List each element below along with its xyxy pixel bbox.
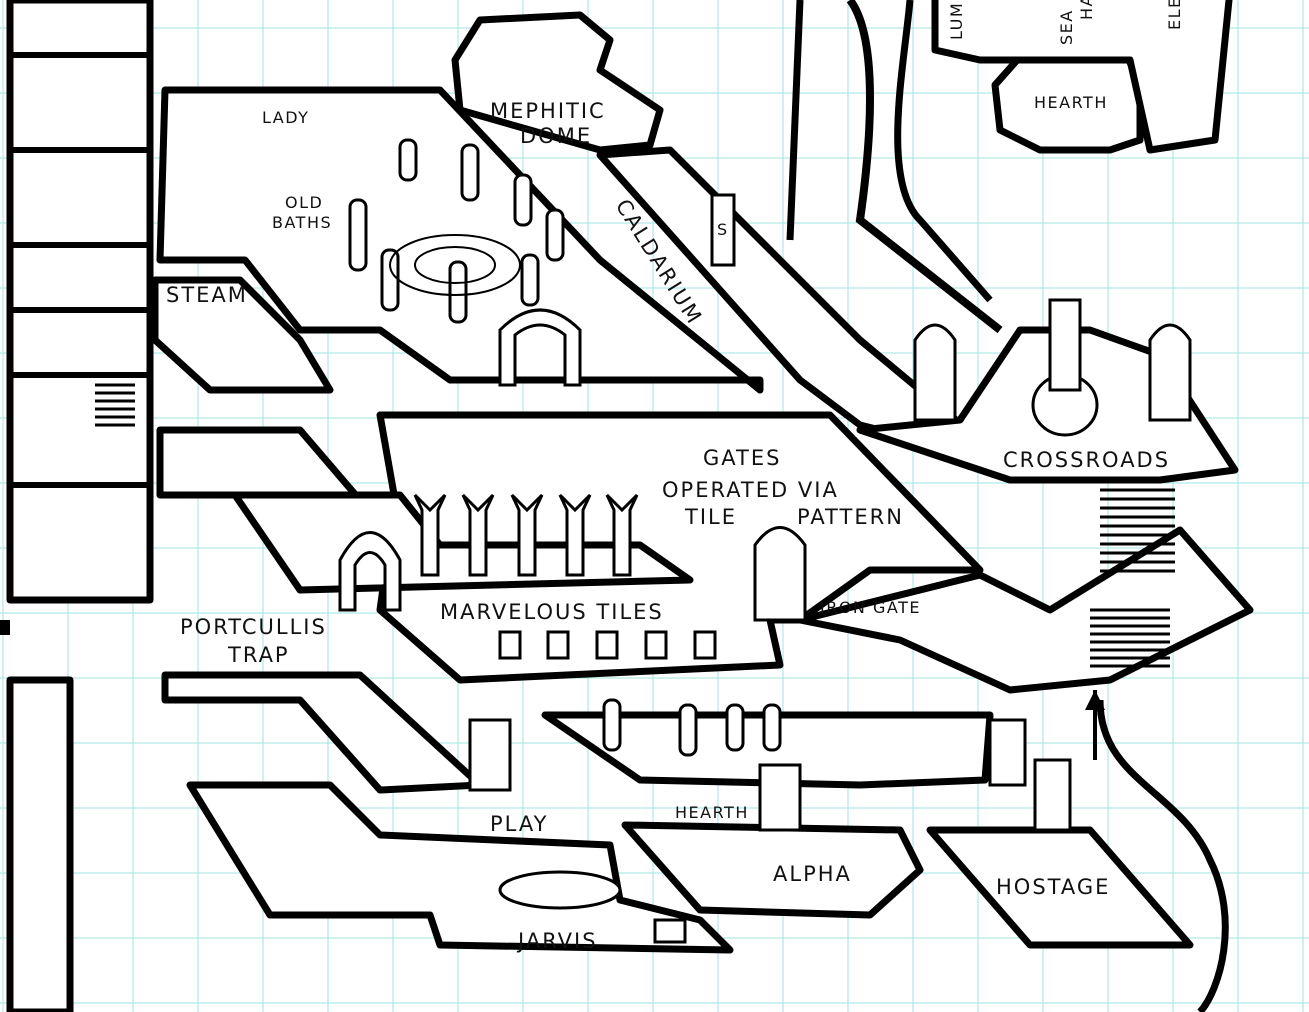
mephitic-dome <box>451 11 664 154</box>
label-pattern: PATTERN <box>797 505 904 529</box>
east-passage-wall <box>846 0 1003 334</box>
label-operated-via: OPERATED VIA <box>662 478 839 502</box>
door-icon <box>1148 323 1192 422</box>
lower-left-room <box>161 671 484 794</box>
lower-tower-wall <box>6 676 74 1012</box>
label-baths: BATHS <box>272 213 332 232</box>
stairs <box>95 383 1175 668</box>
label-hostage: HOSTAGE <box>996 875 1110 899</box>
label-sea-partial: SEA <box>1057 9 1076 45</box>
pillar-icon <box>398 138 418 182</box>
door-icon <box>988 718 1027 787</box>
tree-pillar-icon <box>510 493 544 577</box>
north-passage-wall <box>786 0 993 303</box>
tree-pillar-icon <box>558 493 592 577</box>
bath-ripples <box>389 234 521 296</box>
label-crossroads: CROSSROADS <box>1003 448 1170 472</box>
statue-icon <box>1048 298 1082 392</box>
s-sign-label: S <box>717 220 729 239</box>
chest-icon <box>653 918 687 944</box>
label-mephitic: MEPHITIC <box>490 99 606 123</box>
tree-pillar-icon <box>413 493 447 577</box>
left-tower <box>0 0 154 1012</box>
pillar-icon <box>448 260 468 324</box>
bath-ripples <box>414 246 496 284</box>
pillar-icon <box>762 703 782 752</box>
up-arrow-icon <box>1085 690 1105 710</box>
play-room <box>186 781 734 954</box>
label-tile: TILE <box>684 505 737 529</box>
lady-hall <box>156 86 764 394</box>
label-iron-gate: IRON GATE <box>820 598 921 617</box>
door-icon <box>758 763 802 832</box>
tower-wall <box>6 0 154 604</box>
iron-gate-icon <box>753 526 807 622</box>
label-hearth-lower: HEARTH <box>675 803 749 822</box>
alpha-room <box>621 821 924 919</box>
west-hall <box>156 426 364 504</box>
east-path-wall <box>1096 699 1229 1012</box>
tile-icon <box>498 630 522 660</box>
label-play: PLAY <box>490 812 548 836</box>
label-hearth-upper: HEARTH <box>1034 93 1108 112</box>
pillar-icon <box>520 253 540 307</box>
label-portcullis: PORTCULLIS <box>180 615 327 639</box>
label-ha-partial: HA <box>1077 0 1096 20</box>
portcullis-arch-icon <box>338 531 402 612</box>
tile-icon <box>644 630 668 660</box>
s-sign-icon <box>710 193 736 267</box>
label-lum-partial: LUM <box>947 2 966 40</box>
label-lady: LADY <box>262 108 309 127</box>
pillar-icon <box>602 698 622 752</box>
pillar-icon <box>545 208 565 262</box>
label-gates: GATES <box>703 446 781 470</box>
doors-and-props: S <box>338 193 1192 944</box>
tower-floors <box>10 52 150 488</box>
pillar-icon <box>460 143 480 202</box>
pillar-icon <box>348 198 368 272</box>
left-corridor <box>151 276 334 394</box>
tree-pillar-icon <box>605 493 639 577</box>
bath-arch-icon <box>498 308 582 387</box>
pillars <box>348 138 782 757</box>
label-steam: STEAM <box>166 283 248 307</box>
bone-pile-icon <box>498 870 622 910</box>
map-labels: LADY MEPHITIC DOME OLD BATHS STEAM CALDA… <box>166 0 1184 953</box>
tile-icon <box>546 630 570 660</box>
tile-icon <box>595 630 619 660</box>
pillar-icon <box>678 703 698 757</box>
pillar-icon <box>725 703 745 752</box>
label-ele-partial: ELE <box>1165 0 1184 30</box>
label-alpha: ALPHA <box>773 862 852 886</box>
tree-pillar-icon <box>461 493 495 577</box>
label-trap: TRAP <box>227 643 290 667</box>
pillar-icon <box>513 173 533 227</box>
tile-icon <box>693 630 717 660</box>
pillar-icon <box>380 248 400 312</box>
top-right-room <box>931 0 1233 154</box>
door-icon <box>468 718 512 792</box>
label-marvelous-tiles: MARVELOUS TILES <box>440 600 664 624</box>
label-dome: DOME <box>520 124 592 148</box>
wall-marker <box>0 620 10 635</box>
door-icon <box>913 323 957 422</box>
label-jarvis: JARVIS <box>516 929 598 953</box>
label-old: OLD <box>285 193 323 212</box>
door-icon <box>1033 758 1072 832</box>
